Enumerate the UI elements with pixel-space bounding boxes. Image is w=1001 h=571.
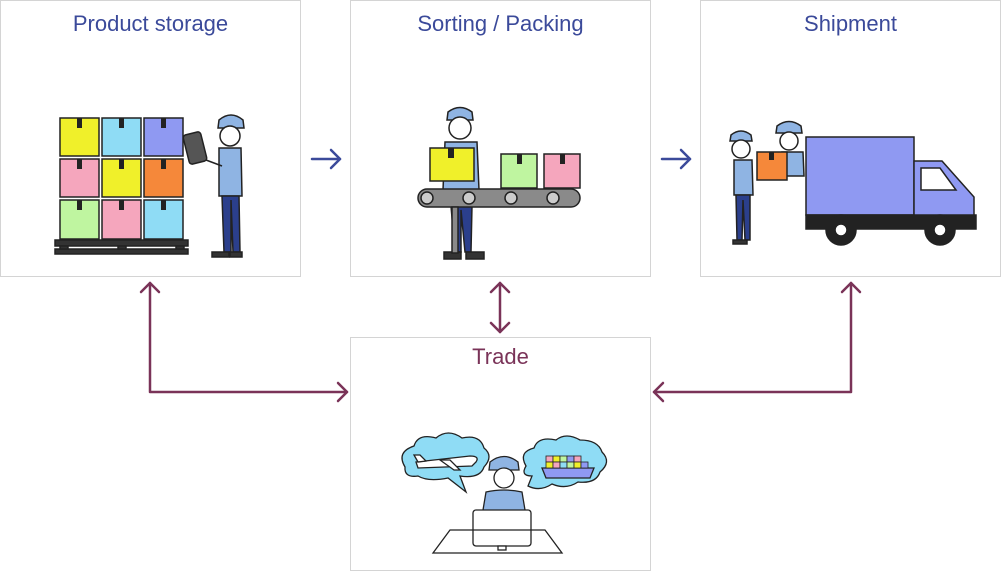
sorting-packing-title: Sorting / Packing [417, 11, 584, 36]
exchange-arrow-storage-trade [139, 281, 349, 403]
packed-boxes-icon [429, 147, 581, 189]
computer-icon [431, 509, 564, 554]
flow-arrow-storage-to-sorting [310, 148, 342, 170]
sorting-illustration [417, 106, 581, 260]
delivery-truck-icon [805, 136, 977, 246]
cargo-ship-cloud-icon [522, 435, 608, 490]
trade-illustration [401, 432, 608, 554]
flow-arrow-sorting-to-shipment [660, 148, 692, 170]
trade-title: Trade [472, 344, 529, 369]
worker-with-tablet-icon [182, 114, 245, 258]
delivery-worker-icon [775, 120, 805, 177]
shipment-title: Shipment [804, 11, 897, 36]
receiving-worker-icon [729, 130, 754, 245]
sorting-packing-panel: Sorting / Packing [350, 0, 651, 277]
pallet-icon [54, 239, 189, 255]
stacked-boxes-icon [59, 117, 184, 240]
storage-illustration [54, 114, 245, 258]
airplane-cloud-icon [401, 432, 490, 494]
product-storage-title: Product storage [72, 11, 229, 36]
exchange-arrow-shipment-trade [652, 281, 862, 403]
conveyor-belt-icon [417, 188, 581, 254]
worker-packing-icon [442, 106, 485, 260]
parcel-icon [756, 151, 788, 181]
shipment-illustration [729, 120, 977, 246]
exchange-arrow-sorting-trade [489, 281, 511, 334]
